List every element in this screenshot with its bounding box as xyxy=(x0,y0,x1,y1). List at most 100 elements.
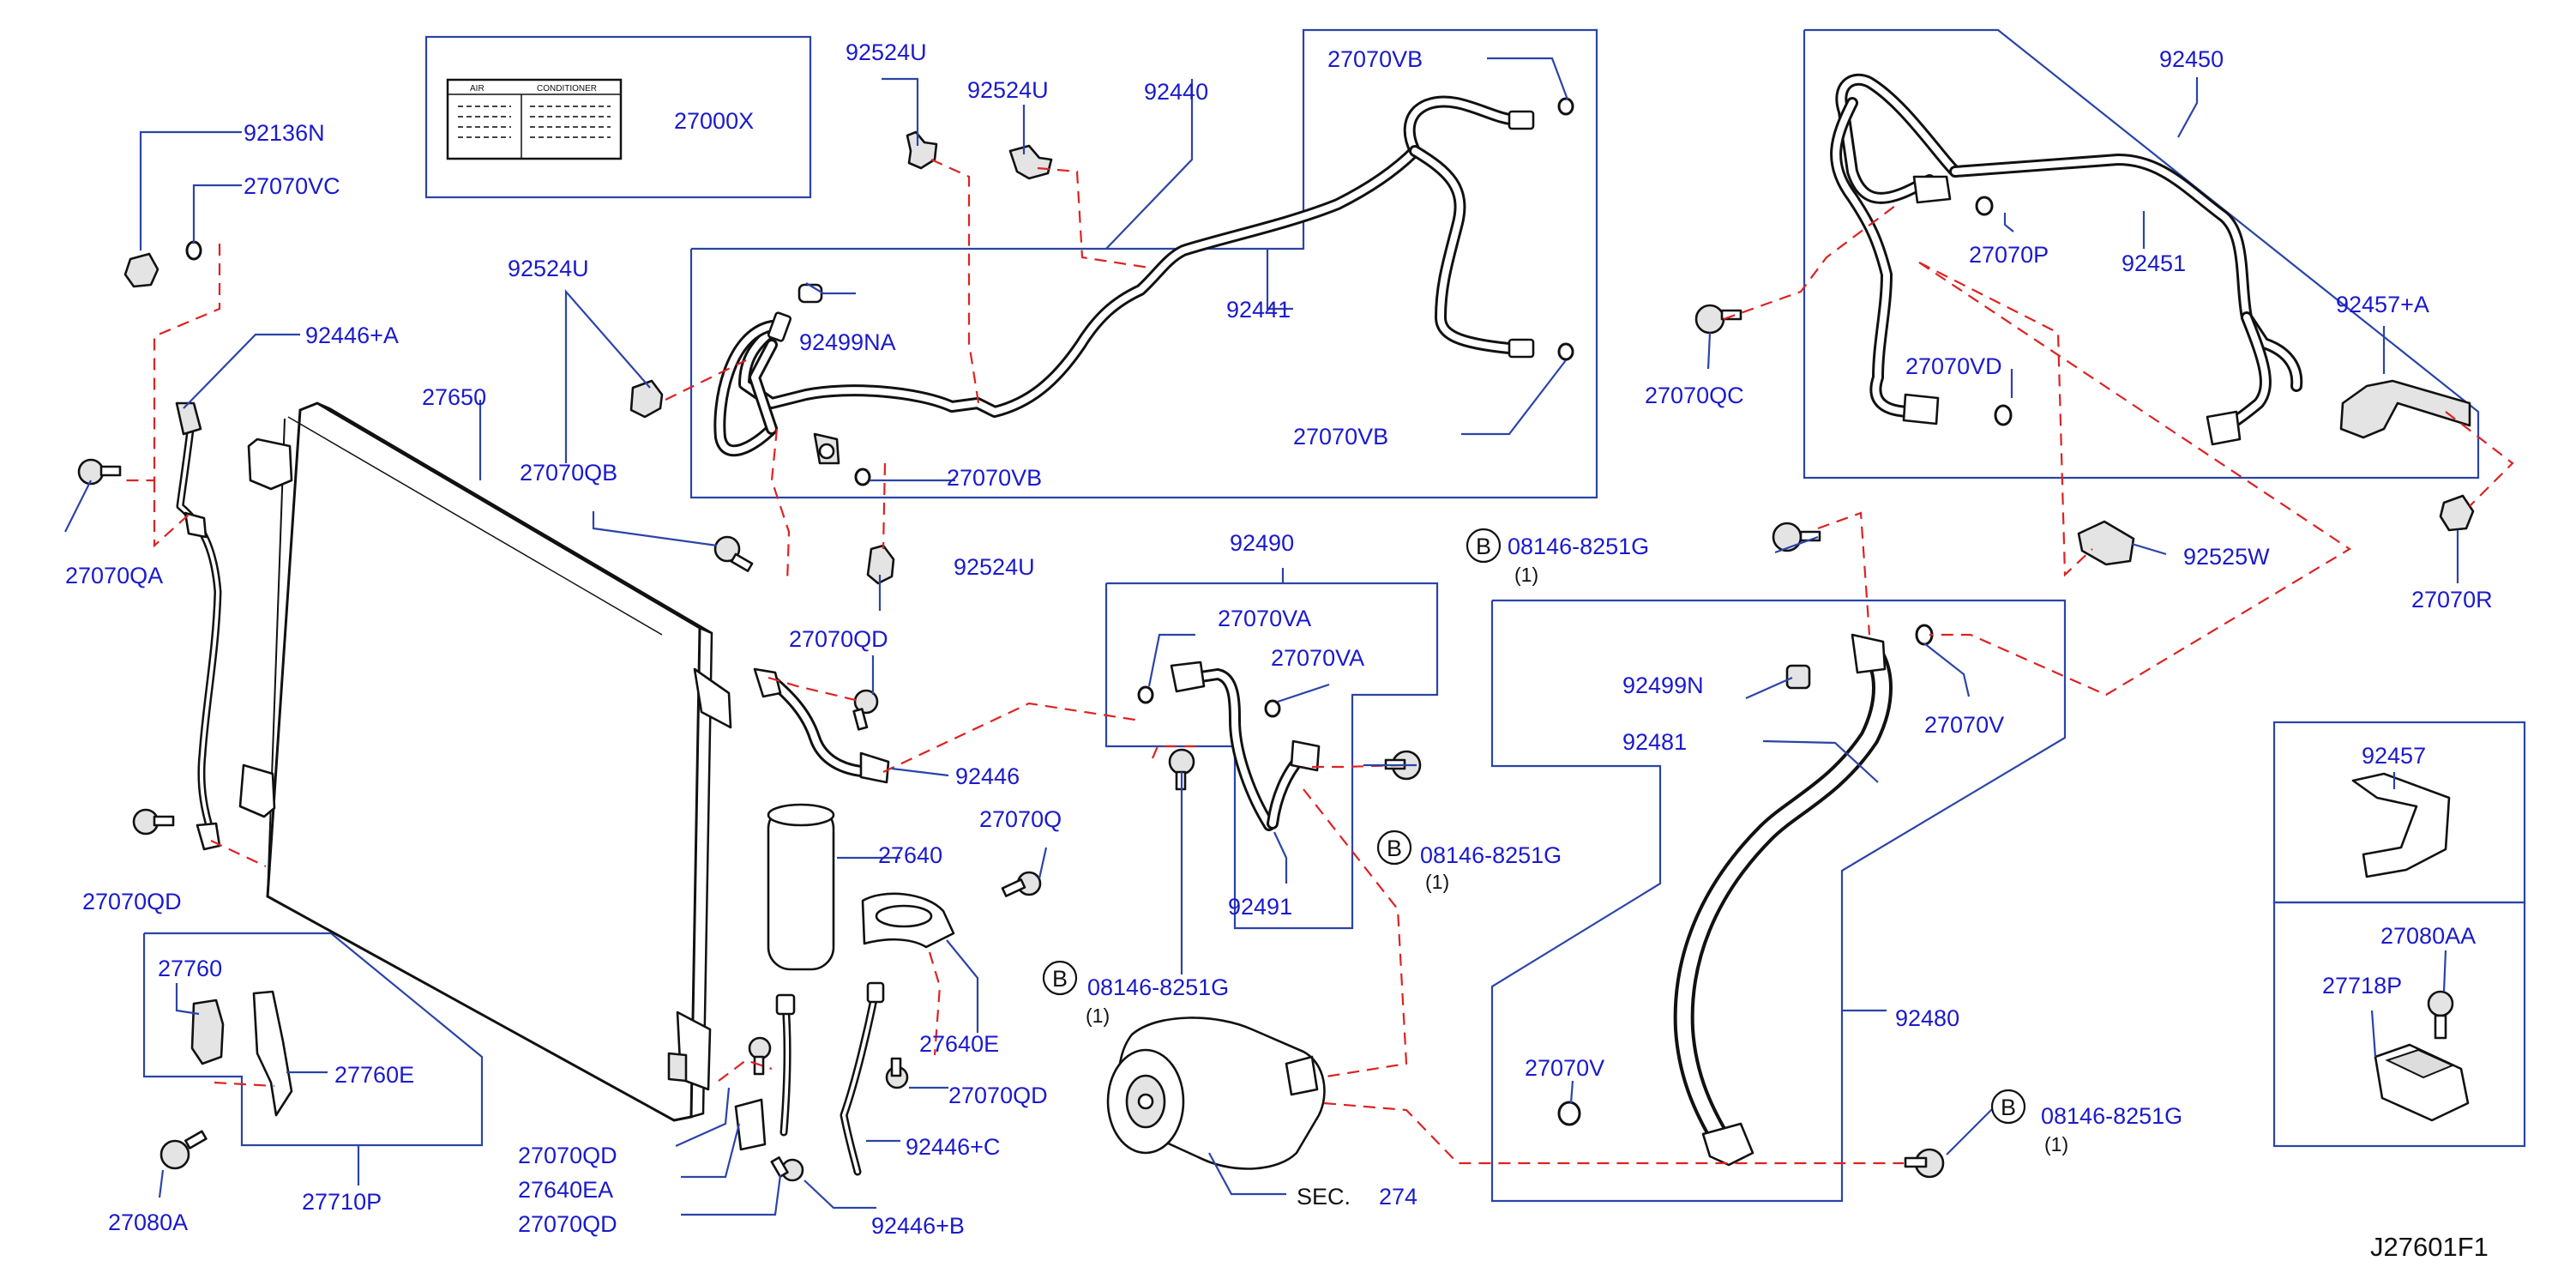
label-27070QC: 27070QC xyxy=(1645,383,1744,408)
bolt-27080AA xyxy=(2427,990,2454,1040)
label-92480: 92480 xyxy=(1895,1005,1959,1031)
bolt-08146-3 xyxy=(1772,522,1821,552)
label-92457A: 92457+A xyxy=(2336,292,2429,317)
drier-body xyxy=(767,805,835,971)
bolt-27070QD-2 xyxy=(132,808,175,836)
box-92450 xyxy=(1803,28,2480,480)
label-08146-d: 08146-8251G xyxy=(2041,1103,2182,1129)
b-mark-2: B xyxy=(1387,836,1402,861)
condenser-bracket-left xyxy=(238,763,276,818)
label-92446A: 92446+A xyxy=(305,323,399,348)
bolt-27070Q xyxy=(1001,871,1042,897)
label-27080AA: 27080AA xyxy=(2380,923,2476,949)
label-92491: 92491 xyxy=(1228,894,1292,920)
label-27070QD-a: 27070QD xyxy=(789,626,888,652)
label-08146-b: 08146-8251G xyxy=(1420,842,1562,868)
bolt-27070QA xyxy=(77,458,122,486)
label-card-title-left: AIR xyxy=(470,84,485,94)
label-92450: 92450 xyxy=(2159,46,2224,72)
label-27070R: 27070R xyxy=(2411,587,2493,612)
bolt-08146-4 xyxy=(1904,1148,1945,1179)
bolts xyxy=(77,240,2475,1182)
leader-lines xyxy=(64,57,2459,1216)
box-92440 xyxy=(689,28,1598,499)
pipe-92446A xyxy=(175,401,222,851)
label-92524U-c: 92524U xyxy=(508,256,589,281)
label-card xyxy=(446,78,623,160)
condenser-27650 xyxy=(238,401,732,1122)
label-27640EA: 27640EA xyxy=(518,1177,613,1203)
label-27760E: 27760E xyxy=(334,1062,414,1088)
bolt-27070QD-4 xyxy=(748,1036,772,1076)
label-92451: 92451 xyxy=(2122,250,2186,276)
label-92441: 92441 xyxy=(1226,297,1291,323)
group-boxes xyxy=(142,28,2526,1203)
pipe-92446 xyxy=(753,667,890,784)
label-27070QD-c: 27070QD xyxy=(948,1083,1048,1108)
label-92490: 92490 xyxy=(1230,530,1294,556)
label-27070QD-b: 27070QD xyxy=(82,889,182,914)
qty-b: (1) xyxy=(1425,871,1449,893)
label-92446: 92446 xyxy=(955,763,1020,789)
pipes-92446BC xyxy=(734,981,885,1176)
bolt-27070QD-3 xyxy=(885,1057,909,1089)
label-27718P: 27718P xyxy=(2322,973,2402,998)
label-27070QD-d: 27070QD xyxy=(518,1143,617,1168)
small-parts-right xyxy=(2351,772,2470,1122)
bracket-92457 xyxy=(2351,772,2451,878)
label-27070VB-b: 27070VB xyxy=(1293,424,1388,449)
bolt-27070QD-5 xyxy=(770,1156,804,1182)
label-27650: 27650 xyxy=(422,384,486,410)
b-marks: B B B B xyxy=(1042,528,2026,1125)
bracket-92457A xyxy=(2339,379,2471,439)
part-27760E xyxy=(252,990,293,1117)
box-27710P xyxy=(142,932,484,1147)
label-27640E: 27640E xyxy=(919,1031,999,1057)
label-card-box xyxy=(424,35,812,199)
condenser-bracket-right-1 xyxy=(693,667,732,729)
label-27070VA-a: 27070VA xyxy=(1218,606,1311,631)
label-27070V-b: 27070V xyxy=(1525,1055,1604,1081)
label-27070P: 27070P xyxy=(1969,242,2049,268)
label-27760: 27760 xyxy=(158,956,222,981)
label-card-title-right: CONDITIONER xyxy=(537,84,597,94)
clip-92525W xyxy=(2077,520,2135,566)
label-27070V-a: 27070V xyxy=(1924,712,2004,738)
label-sec: SEC. xyxy=(1297,1184,1351,1210)
guide-lines xyxy=(120,158,2514,1165)
b-mark-4: B xyxy=(2001,1095,2016,1120)
label-92136N: 92136N xyxy=(244,120,325,146)
qty-a: (1) xyxy=(1514,564,1538,586)
label-27710P: 27710P xyxy=(302,1189,382,1215)
b-mark-1: B xyxy=(1476,534,1491,559)
pipe-92450 xyxy=(1830,73,2471,446)
label-27000X: 27000X xyxy=(674,108,754,134)
hose-92490 xyxy=(1137,661,1321,831)
label-27080A: 27080A xyxy=(108,1210,188,1235)
label-27070VB-a: 27070VB xyxy=(1327,46,1423,72)
label-92457: 92457 xyxy=(2362,743,2426,769)
clip-92524U-1 xyxy=(906,130,938,170)
condenser-core xyxy=(266,401,701,1122)
label-92524U-a: 92524U xyxy=(846,39,927,65)
label-92446B: 92446+B xyxy=(871,1213,965,1239)
label-27070VA-b: 27070VA xyxy=(1271,645,1364,671)
part-labels: 27000X 92136N 27070VC 92446+A 27070QA 27… xyxy=(65,39,2493,1239)
label-08146-a: 08146-8251G xyxy=(1508,534,1649,559)
label-card-27000X: AIR CONDITIONER xyxy=(446,78,623,160)
qty-c: (1) xyxy=(1086,1005,1110,1027)
bolt-27080A xyxy=(159,1130,208,1170)
label-27070VB-c: 27070VB xyxy=(947,465,1042,491)
box-92490 xyxy=(1104,582,1439,930)
clip-92524U-3 xyxy=(629,379,664,419)
label-08146-c: 08146-8251G xyxy=(1087,974,1229,1000)
label-92440: 92440 xyxy=(1144,79,1208,105)
label-27070VC: 27070VC xyxy=(244,173,340,199)
qty-d: (1) xyxy=(2044,1133,2068,1155)
pipe-92440 xyxy=(713,95,1574,486)
label-92446C: 92446+C xyxy=(906,1134,1000,1160)
bolt-92136N xyxy=(123,252,159,288)
clips-92524U xyxy=(629,130,1053,585)
